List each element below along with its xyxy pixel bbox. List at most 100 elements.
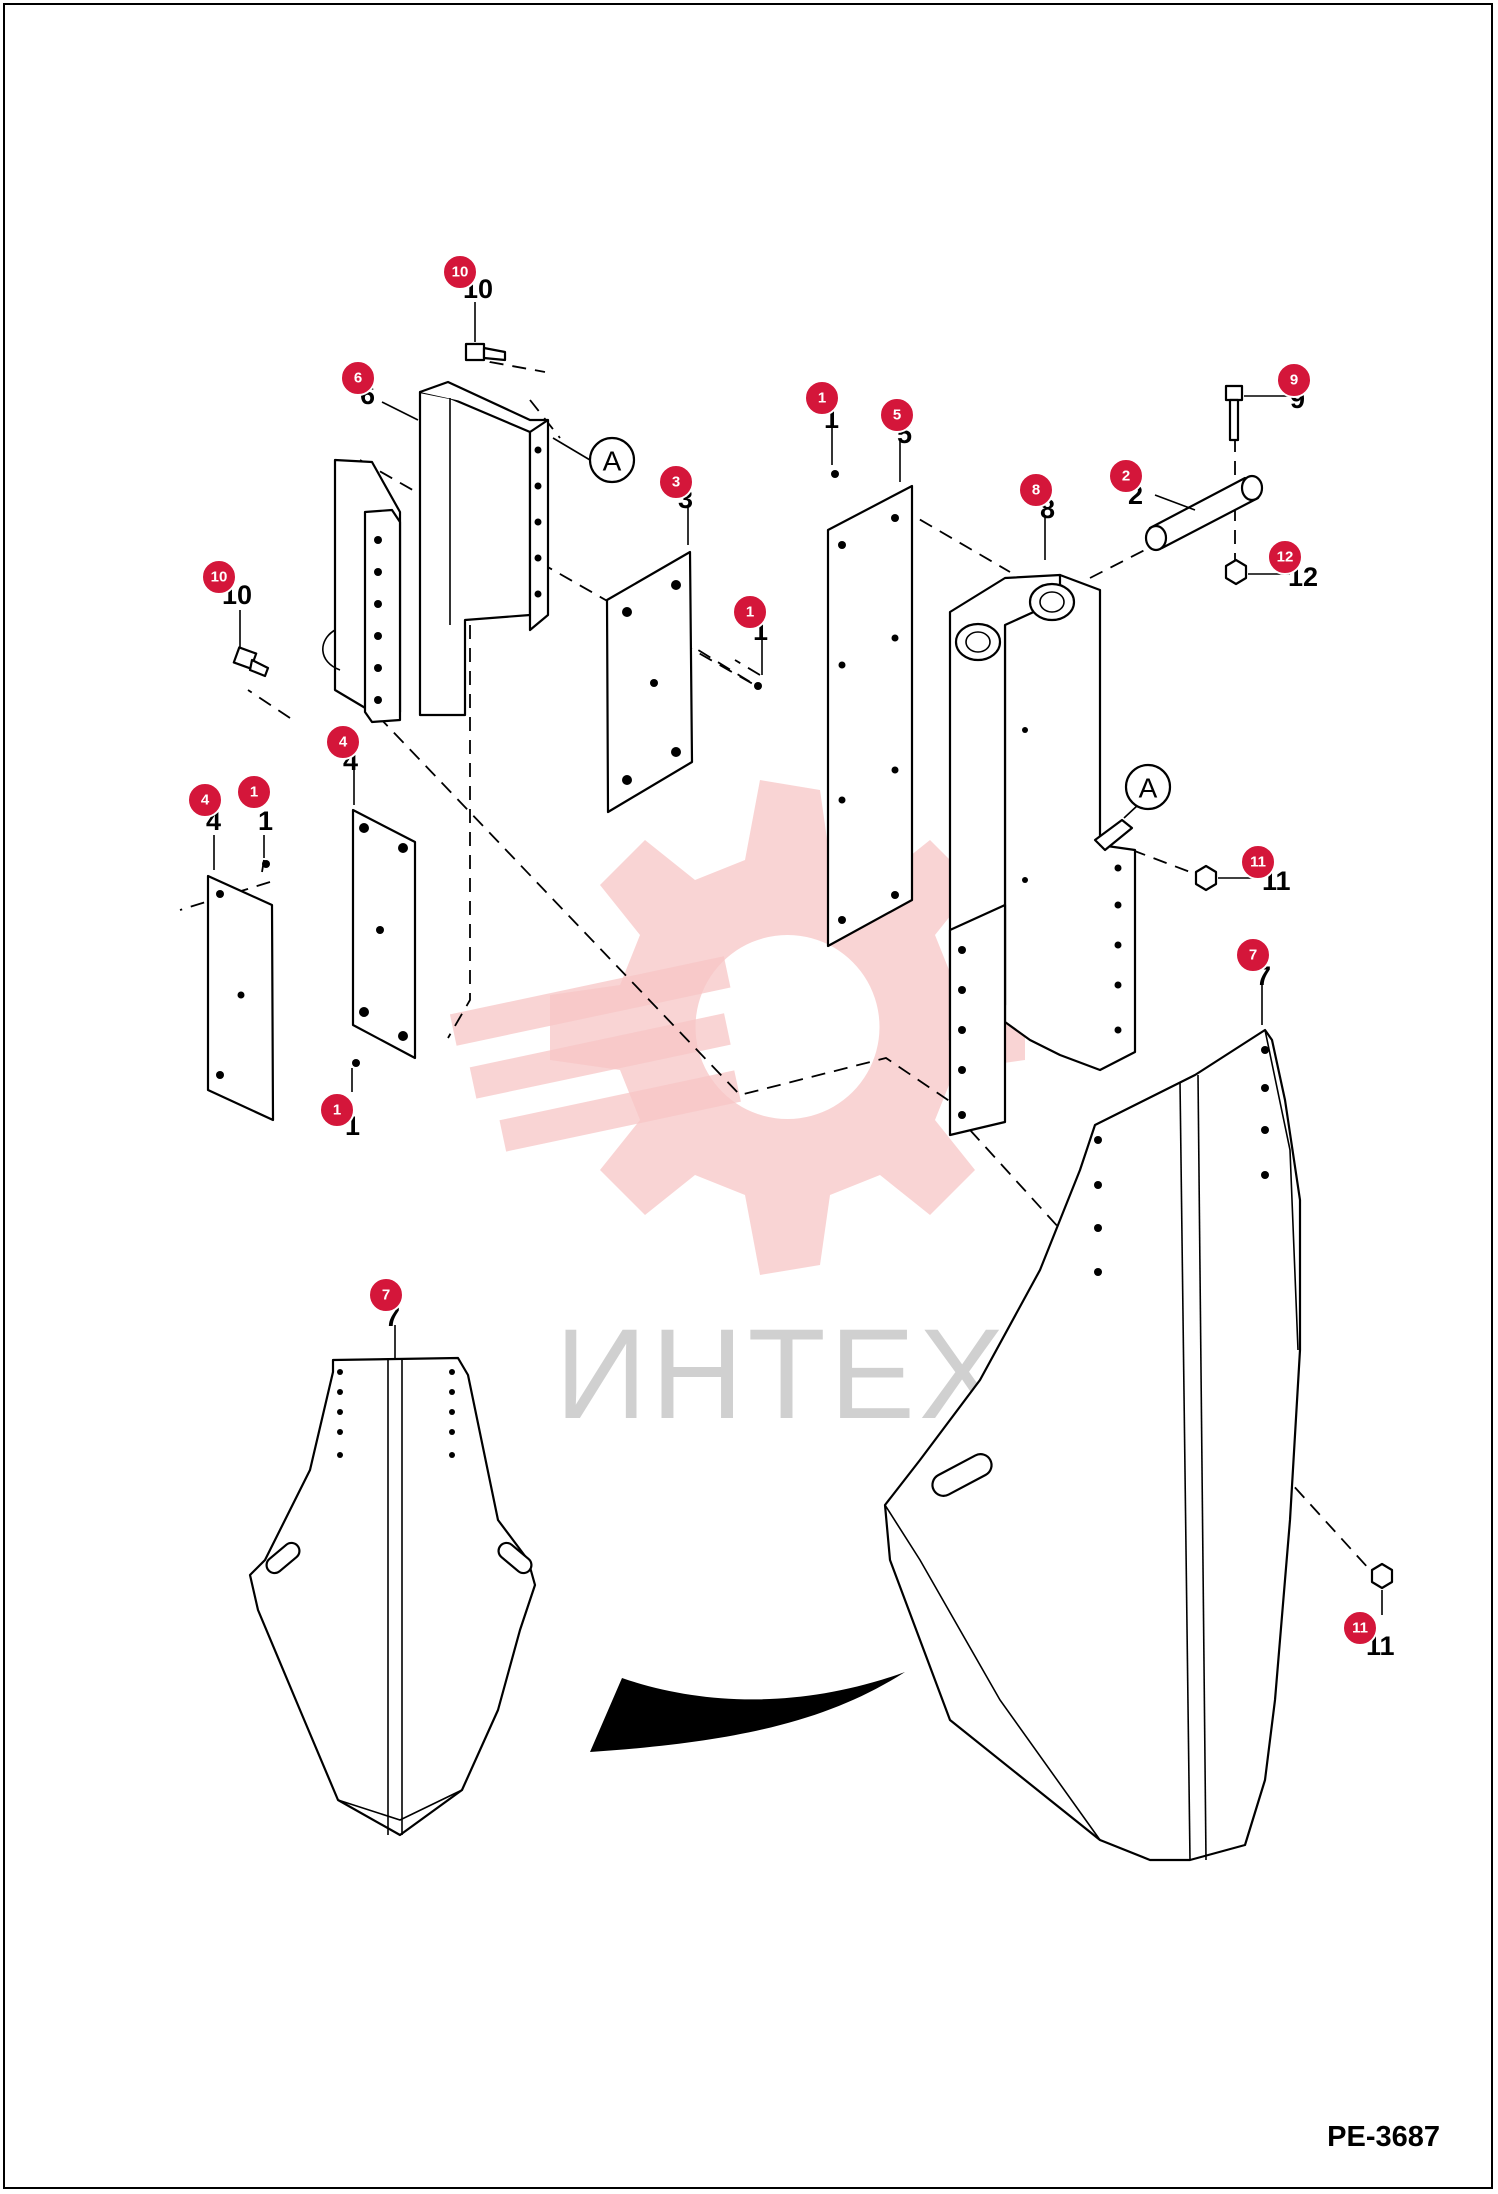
callout-balloon-label: 1 [746, 604, 754, 621]
guard-side-edge [1264, 1029, 1299, 1351]
callout-balloon-label: 5 [893, 407, 901, 424]
detail-reference-a-upper: A [552, 436, 636, 484]
guard-slot [931, 1453, 993, 1497]
plate-hole [838, 541, 846, 549]
watermark-text: ИНТЕХ [555, 1303, 1008, 1446]
plate-hole [891, 891, 899, 899]
callout-balloon-label: 1 [250, 784, 258, 801]
arm-boss-hole [965, 631, 991, 653]
part-2-pin [1144, 474, 1264, 552]
assembly-line [734, 659, 761, 676]
part-4-plate-middle [351, 808, 417, 1060]
callout-leader [381, 401, 419, 421]
callout-10-top: 10 10 [442, 254, 493, 342]
assembly-line [447, 625, 471, 1039]
watermark-stripe-3 [499, 1070, 741, 1152]
guard-hole [449, 1429, 455, 1435]
callout-balloon [340, 360, 376, 396]
arm-boss-front [954, 622, 1002, 662]
nut-icon [1370, 1562, 1394, 1590]
watermark-stripe-1 [449, 956, 731, 1046]
callout-balloon [804, 380, 840, 416]
callout-balloon-label: 7 [382, 1287, 390, 1304]
callout-balloon [1276, 362, 1312, 398]
guard-hole [337, 1429, 343, 1435]
callout-balloon [1240, 844, 1276, 880]
plate-hole [891, 514, 899, 522]
arm-boss-hole [1039, 591, 1065, 613]
callout-balloon [1235, 937, 1271, 973]
callout-11-top: 11 11 [1218, 844, 1291, 896]
callout-1-top: 1 1 [804, 380, 840, 465]
detail-reference-circle [588, 436, 636, 484]
callout-balloon-label: 10 [452, 264, 469, 281]
callout-4-far-left: 4 4 [187, 782, 223, 870]
part-8-arm [948, 573, 1137, 1137]
callout-balloon [319, 1092, 355, 1128]
detail-reference-label: A [1139, 773, 1158, 804]
fasteners [232, 342, 1394, 1590]
callout-balloon [1267, 539, 1303, 575]
callout-11-bottom: 11 11 [1342, 1590, 1395, 1661]
callout-1-upper-right: 1 1 [732, 594, 768, 675]
plate-hole [359, 1007, 369, 1017]
arm-hole [1114, 864, 1122, 872]
callout-balloon [732, 594, 768, 630]
arm-lower-strip [948, 903, 1007, 1137]
callout-balloon-label: 12 [1277, 549, 1294, 566]
plate-hole [398, 843, 408, 853]
bolt-10-top [464, 342, 507, 362]
guard-hole [337, 1452, 343, 1458]
bracket-hole [534, 554, 542, 562]
assembly-line [377, 715, 971, 1116]
assembly-line [247, 689, 291, 719]
bolt-head-icon [1224, 384, 1244, 402]
arm-hole [958, 1026, 966, 1034]
watermark-logo: ИНТЕХ [449, 780, 1025, 1446]
callout-balloon [442, 254, 478, 290]
arm-hole [1114, 901, 1122, 909]
plate-hole [838, 661, 846, 669]
guard-hole [449, 1389, 455, 1395]
guard-slot [265, 1541, 301, 1575]
screw-1-icon [754, 682, 762, 690]
callout-9: 9 9 [1244, 362, 1312, 414]
callout-balloon [879, 397, 915, 433]
callout-balloon [325, 724, 361, 760]
part-7-guard-front [248, 1356, 537, 1837]
bolt-shank [482, 346, 507, 362]
callout-balloon [1342, 1610, 1378, 1646]
bracket-hole [534, 590, 542, 598]
callout-balloon-label: 9 [1290, 372, 1298, 389]
callout-balloon-label: 11 [1250, 854, 1266, 871]
bracket-hole [534, 518, 542, 526]
arm-boss-top [1028, 582, 1076, 622]
arm-hole [958, 1111, 966, 1119]
bracket-hole [374, 568, 382, 576]
part-6-bracket [322, 380, 550, 724]
arm-hole [958, 986, 966, 994]
plate-hole [376, 926, 384, 934]
callout-12: 12 12 [1248, 539, 1318, 592]
nut-icon [1224, 558, 1248, 586]
bracket-hole [374, 536, 382, 544]
callout-leader [1154, 494, 1196, 511]
bracket-hole [374, 664, 382, 672]
guard-side-rib [1197, 1074, 1207, 1861]
bracket-hole [534, 482, 542, 490]
guard-hole [1094, 1268, 1102, 1276]
guard-hole [449, 1409, 455, 1415]
callout-balloon-label: 4 [339, 734, 348, 751]
plate-hole [398, 1031, 408, 1041]
plate-hole [359, 823, 369, 833]
plate-hole [838, 916, 846, 924]
view-rotation-arrow [590, 1672, 905, 1752]
bolt-9 [1224, 384, 1244, 442]
callout-8: 8 8 [1018, 472, 1055, 560]
callout-6: 6 6 [340, 360, 419, 421]
callout-balloon-label: 11 [1352, 1620, 1368, 1637]
arm-side [1003, 573, 1137, 1072]
guard-hole [1094, 1181, 1102, 1189]
